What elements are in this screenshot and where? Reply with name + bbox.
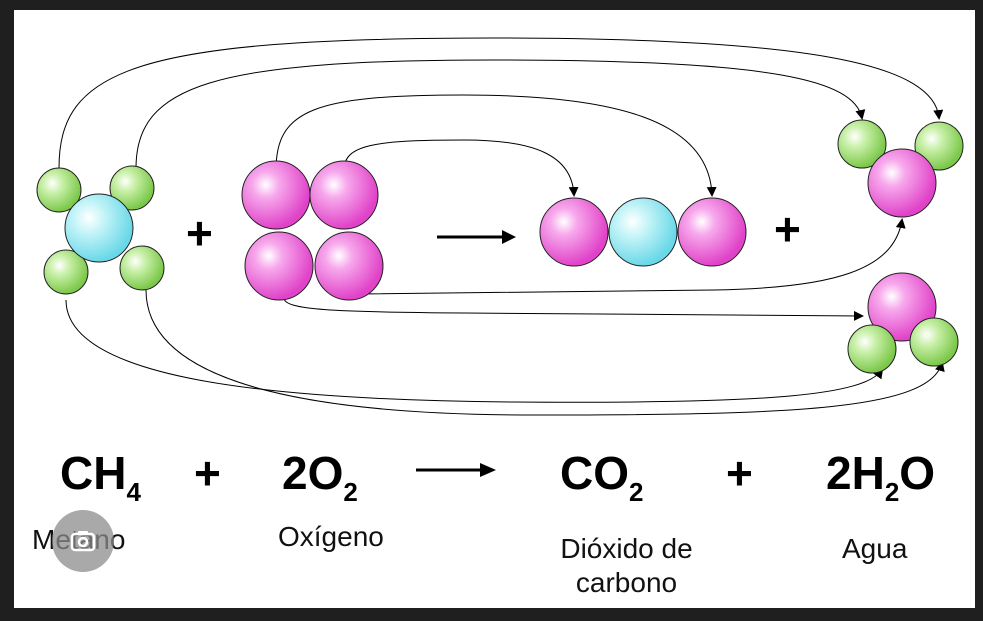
- arrow-o-to-co2-2: [343, 139, 579, 197]
- diagram-reaction-arrow: [437, 230, 516, 244]
- hydrogen-atom: [43, 249, 89, 295]
- diagram-canvas: + + CH4 + 2O2 CO2 + 2H2O Metano Oxígeno …: [14, 10, 975, 608]
- oxygen-atom: [314, 231, 384, 301]
- hydrogen-atom: [119, 245, 165, 291]
- hydrogen-atom: [837, 119, 887, 169]
- carbon-atom: [64, 193, 134, 263]
- label-oxygen: Oxígeno: [278, 521, 384, 552]
- equation-arrow: [416, 463, 496, 477]
- arrow-h-to-water-4: [145, 289, 945, 416]
- formula-methane: CH4: [60, 447, 141, 507]
- formula-carbon-dioxide: CO2: [560, 447, 644, 507]
- oxygen-atom: [539, 197, 609, 267]
- carbon-dioxide-molecule: [539, 197, 747, 267]
- equation-plus-sign: +: [726, 447, 753, 499]
- oxygen-atom: [677, 197, 747, 267]
- visual-search-button[interactable]: [52, 510, 114, 572]
- hydrogen-atom: [847, 324, 897, 374]
- hydrogen-atom: [914, 121, 964, 171]
- hydrogen-atom: [36, 167, 82, 213]
- arrow-h-to-water-2: [135, 59, 866, 169]
- arrow-o-to-co2-1: [275, 94, 717, 197]
- label-water: Agua: [842, 533, 908, 564]
- oxygen-atom: [867, 148, 937, 218]
- arrow-h-to-water-1: [58, 37, 944, 169]
- formula-oxygen: 2O2: [282, 447, 358, 507]
- oxygen-atom: [241, 160, 311, 230]
- methane-molecule: [36, 165, 165, 295]
- oxygen-atom: [244, 231, 314, 301]
- arrow-o-to-water-1: [358, 218, 906, 295]
- reaction-diagram: [36, 37, 964, 477]
- label-carbon-dioxide: Dióxido de carbono: [560, 533, 693, 598]
- oxygen-atom: [309, 160, 379, 230]
- hydrogen-atom: [909, 317, 959, 367]
- formula-water: 2H2O: [826, 447, 936, 507]
- connector-arrows: [58, 37, 945, 416]
- hydrogen-atom: [109, 165, 155, 211]
- water-molecule-top: [837, 119, 964, 218]
- oxygen-molecules: [241, 160, 384, 301]
- water-molecule-bottom: [847, 272, 959, 374]
- diagram-plus-sign: +: [186, 207, 213, 259]
- lens-icon: [70, 531, 96, 552]
- equation-plus-sign: +: [194, 447, 221, 499]
- arrow-o-to-water-2: [283, 297, 864, 321]
- arrow-h-to-water-3: [65, 299, 884, 403]
- diagram-plus-sign: +: [774, 203, 801, 255]
- carbon-atom: [608, 197, 678, 267]
